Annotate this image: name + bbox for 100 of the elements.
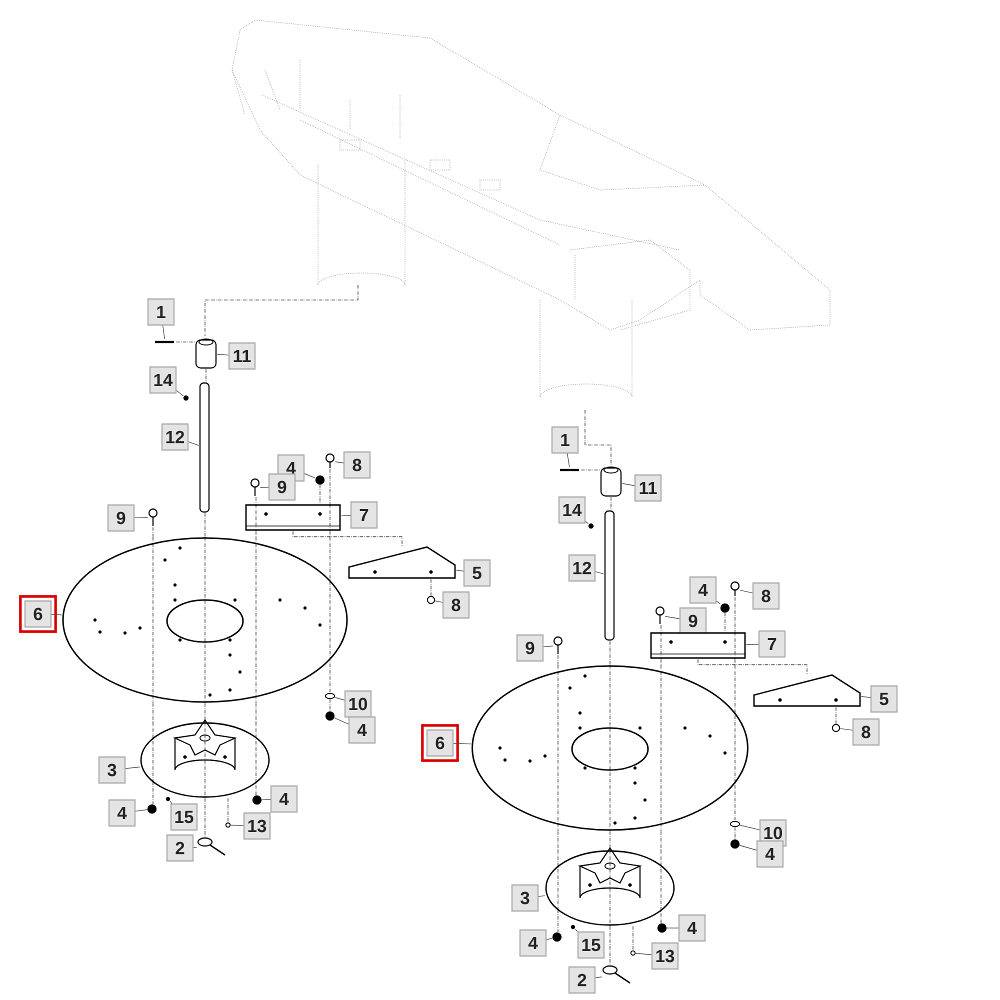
leader-line: [716, 600, 721, 604]
callout-number: 12: [568, 554, 596, 582]
leader-line: [162, 325, 165, 340]
bushing: [195, 338, 217, 369]
leader-line: [740, 824, 760, 830]
bolt: [250, 478, 260, 496]
center-line: [152, 702, 154, 722]
grease-fitting: [602, 965, 630, 984]
callout-number: 9: [268, 473, 296, 501]
leader-line: [840, 728, 853, 731]
leader-line: [585, 521, 589, 524]
callout-number: 4: [348, 716, 376, 744]
hub: [140, 718, 270, 798]
leader-line: [304, 473, 316, 478]
center-line: [632, 926, 634, 951]
leader-line: [635, 952, 652, 956]
callout-number: 9: [516, 634, 544, 662]
bolt: [553, 636, 563, 654]
leader-line: [188, 441, 200, 446]
callout-number: 15: [577, 931, 605, 959]
center-line: [698, 658, 808, 674]
bolt: [560, 468, 579, 472]
callout-number: 1: [147, 298, 175, 326]
callout-number: 13: [651, 942, 679, 970]
center-line: [660, 830, 662, 850]
bolt: [148, 508, 158, 526]
hub: [545, 846, 675, 926]
leader-line: [170, 800, 172, 804]
leader-line: [622, 483, 635, 486]
disc: [472, 664, 748, 832]
rod: [199, 382, 210, 513]
leader-line: [664, 616, 680, 620]
nut: [657, 923, 667, 933]
center-line: [430, 578, 432, 596]
callout-number: 5: [463, 559, 491, 587]
callout-number: 8: [343, 451, 371, 479]
leader-line: [340, 515, 351, 516]
callout-number: 11: [634, 474, 662, 502]
callout-number: 4: [519, 929, 547, 957]
callout-number: 8: [442, 591, 470, 619]
eye-bolt: [426, 596, 436, 604]
leader-line: [261, 799, 271, 800]
washer: [630, 950, 636, 956]
leader-line: [135, 809, 148, 812]
bracket: [753, 674, 861, 707]
leader-line: [434, 600, 443, 603]
callout-number: 4: [108, 799, 136, 827]
leader-line: [230, 824, 244, 826]
washer: [225, 822, 231, 828]
leader-line: [740, 590, 753, 594]
leader-line: [453, 743, 472, 744]
leader-line: [456, 570, 464, 572]
callout-number: 2: [568, 966, 596, 994]
leader-line: [538, 895, 546, 897]
callout-number: 8: [752, 582, 780, 610]
callout-number: 3: [98, 756, 126, 784]
grease-fitting: [197, 837, 226, 856]
callout-number: 4: [756, 840, 784, 868]
leader-line: [216, 354, 229, 356]
nut: [552, 932, 562, 942]
eye-bolt: [832, 724, 840, 732]
bolt: [155, 340, 174, 344]
bracket: [348, 546, 456, 579]
center-line: [734, 658, 736, 666]
pin: [588, 523, 594, 529]
callout-number: 8: [852, 718, 880, 746]
leader-line: [193, 846, 198, 848]
leader-line: [334, 461, 344, 464]
bolt: [325, 453, 335, 468]
center-line: [204, 702, 206, 722]
bar: [650, 632, 746, 660]
callout-number: 13: [243, 812, 271, 840]
leader-line: [134, 517, 148, 518]
leader-line: [334, 697, 345, 700]
disc: [62, 536, 348, 704]
callout-number: 10: [344, 690, 372, 718]
callout-number: 15: [170, 803, 198, 831]
leader-line: [746, 644, 759, 645]
bolt: [730, 581, 740, 596]
leader-line: [125, 766, 140, 769]
bar: [245, 504, 341, 532]
callout-number: 4: [270, 785, 298, 813]
leader-line: [543, 646, 554, 648]
center-line: [152, 781, 154, 805]
leader-line: [595, 976, 602, 978]
center-line: [610, 496, 612, 510]
callout-number: 11: [228, 342, 256, 370]
center-line: [152, 526, 154, 538]
callout-number: 4: [678, 914, 706, 942]
rod: [604, 510, 615, 641]
nut: [730, 839, 740, 849]
nut: [315, 475, 325, 485]
center-line: [724, 612, 726, 632]
center-line: [734, 596, 736, 632]
callout-number: 14: [558, 496, 586, 524]
bolt: [655, 606, 665, 624]
nut: [720, 603, 730, 613]
callout-number: 7: [758, 630, 786, 658]
nut: [252, 795, 262, 805]
callout-number: 4: [689, 576, 717, 604]
